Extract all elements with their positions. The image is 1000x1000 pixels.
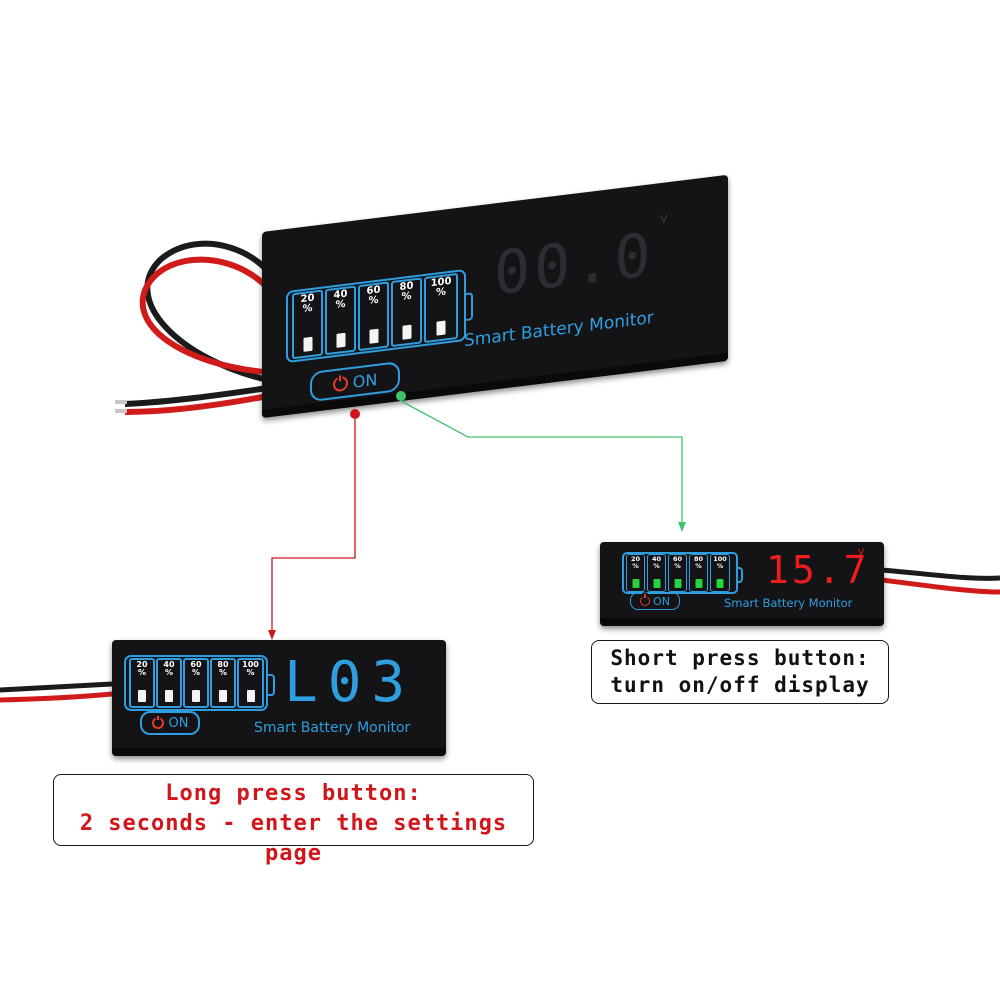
percent-sign: % bbox=[674, 561, 681, 570]
percent-sign: % bbox=[246, 668, 255, 677]
percent-sign: % bbox=[137, 668, 146, 677]
short-press-arrow bbox=[400, 400, 683, 524]
top-wire-red-tail bbox=[124, 393, 269, 415]
percent-sign: % bbox=[191, 668, 200, 677]
battery-cell: 20% bbox=[626, 554, 645, 592]
battery-icon bbox=[622, 552, 743, 594]
battery-cells-settings: 20% 40% 60% 80% 100% bbox=[124, 655, 268, 711]
battery-cell: 100% bbox=[237, 658, 264, 708]
percent-sign: % bbox=[218, 668, 227, 677]
wire-tip bbox=[115, 400, 127, 404]
battery-icon bbox=[124, 655, 275, 711]
battery-level-label: 60 bbox=[672, 555, 683, 563]
battery-level-label: 100 bbox=[713, 555, 727, 563]
segment-indicator bbox=[695, 579, 702, 588]
power-icon bbox=[151, 717, 164, 729]
short-press-line1: Short press button: bbox=[610, 646, 870, 670]
on-button-label: ON bbox=[168, 715, 189, 731]
battery-level-label: 60 bbox=[190, 660, 202, 669]
battery-level-label: 40 bbox=[651, 555, 662, 563]
display-wire-black bbox=[881, 567, 1000, 581]
battery-cell: 40% bbox=[156, 658, 182, 708]
short-press-marker bbox=[396, 391, 406, 401]
top-wire-black-tail bbox=[124, 385, 269, 407]
battery-cell: 60% bbox=[668, 554, 687, 592]
segment-indicator bbox=[192, 690, 200, 702]
segment-indicator bbox=[653, 579, 660, 588]
battery-level-label: 40 bbox=[163, 660, 175, 669]
battery-level-label: 20 bbox=[630, 555, 641, 563]
short-press-line2: turn on/off display bbox=[610, 673, 870, 697]
display-wire-red bbox=[881, 577, 1000, 595]
segment-indicator bbox=[138, 690, 146, 702]
long-press-line1: Long press button: bbox=[165, 781, 422, 806]
long-press-arrow bbox=[271, 419, 356, 632]
power-icon bbox=[640, 596, 651, 606]
voltage-readout: 15.7 bbox=[766, 548, 870, 592]
wire-tip bbox=[115, 409, 127, 413]
battery-cell: 20% bbox=[129, 658, 155, 708]
battery-cell: 80% bbox=[210, 658, 236, 708]
battery-level-label: 100 bbox=[242, 660, 259, 669]
on-button[interactable]: ON bbox=[630, 592, 680, 610]
battery-cells-display: 20% 40% 60% 80% 100% bbox=[622, 552, 738, 594]
percent-sign: % bbox=[695, 561, 702, 570]
segment-indicator bbox=[219, 690, 227, 702]
short-press-callout: Short press button: turn on/off display bbox=[591, 640, 889, 704]
battery-level-label: 20 bbox=[136, 660, 148, 669]
settings-readout: L03 bbox=[284, 650, 416, 715]
settings-wire-black bbox=[0, 681, 113, 693]
segment-indicator bbox=[246, 690, 255, 702]
battery-cell: 100% bbox=[710, 554, 730, 592]
battery-cell: 80% bbox=[689, 554, 708, 592]
top-wire-black bbox=[144, 240, 288, 383]
device-display-on: 20% 40% 60% 80% 100% 15.7 V Smart Batter… bbox=[600, 542, 884, 626]
on-button-label: ON bbox=[653, 594, 670, 608]
long-press-callout: Long press button: 2 seconds - enter the… bbox=[53, 774, 534, 866]
percent-sign: % bbox=[716, 561, 724, 570]
segment-indicator bbox=[632, 579, 639, 588]
long-press-arrowhead bbox=[268, 630, 276, 640]
segment-indicator bbox=[165, 690, 173, 702]
battery-level-label: 80 bbox=[693, 555, 704, 563]
long-press-line2: 2 seconds - enter the settings page bbox=[79, 811, 508, 866]
percent-sign: % bbox=[653, 561, 660, 570]
settings-wire-red bbox=[0, 691, 113, 703]
on-button[interactable]: ON bbox=[140, 711, 200, 735]
percent-sign: % bbox=[632, 561, 639, 570]
battery-cell: 60% bbox=[183, 658, 209, 708]
battery-cell: 40% bbox=[647, 554, 666, 592]
device-title: Smart Battery Monitor bbox=[254, 720, 411, 736]
percent-sign: % bbox=[164, 668, 173, 677]
battery-level-label: 80 bbox=[217, 660, 229, 669]
top-wire-red bbox=[139, 256, 283, 375]
long-press-marker bbox=[350, 409, 360, 419]
voltage-unit: V bbox=[858, 548, 865, 558]
segment-indicator bbox=[716, 579, 724, 588]
device-settings: 20% 40% 60% 80% 100% L03 Smart Battery M… bbox=[112, 640, 446, 756]
device-title: Smart Battery Monitor bbox=[724, 596, 853, 610]
short-press-arrowhead bbox=[678, 522, 686, 532]
segment-indicator bbox=[674, 579, 681, 588]
